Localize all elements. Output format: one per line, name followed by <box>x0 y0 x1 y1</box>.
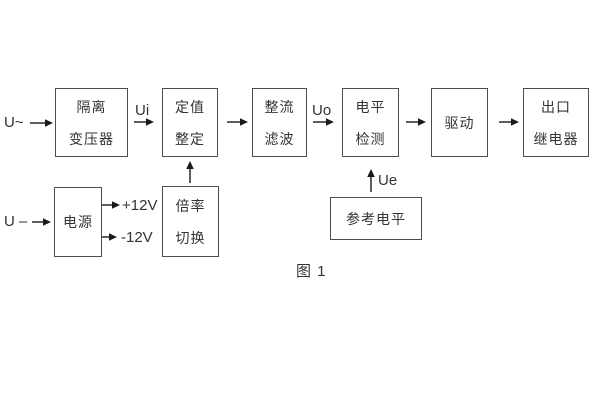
drive-box: 驱动 <box>431 88 488 157</box>
isolation-transformer-box: 隔离 变压器 <box>55 88 128 157</box>
uo-arrow <box>313 118 334 126</box>
setting-to-rectify-arrow <box>227 118 248 126</box>
isolation-transformer-label-line1: 隔离 <box>76 98 107 115</box>
isolation-transformer-label-line2: 变压器 <box>69 130 114 147</box>
ratio-switch-label-line2: 切换 <box>175 229 206 246</box>
reference-level-label: 参考电平 <box>346 210 406 227</box>
output-relay-label-line1: 出口 <box>541 98 571 115</box>
ue-arrow <box>367 169 375 192</box>
ue-signal-label: Ue <box>378 172 398 189</box>
value-setting-box: 定值 整定 <box>162 88 218 157</box>
minus-12v-arrow <box>102 233 117 241</box>
uo-signal-label: Uo <box>312 102 332 119</box>
power-supply-label: 电源 <box>63 214 93 230</box>
level-detect-label-line1: 电平 <box>355 98 386 115</box>
ratio-switch-box: 倍率 切换 <box>162 186 219 257</box>
plus-12v-signal-label: +12V <box>122 197 158 214</box>
ui-signal-label: Ui <box>135 102 150 119</box>
power-supply-box: 电源 <box>54 187 102 257</box>
minus-12v-signal-label: -12V <box>121 229 153 246</box>
ratio-to-setting-arrow <box>186 161 194 183</box>
rectify-filter-label-line1: 整流 <box>264 98 295 115</box>
drive-to-relay-arrow <box>499 118 519 126</box>
rectify-filter-box: 整流 滤波 <box>252 88 307 157</box>
dc-input-arrow <box>32 218 51 226</box>
rectify-filter-label-line2: 滤波 <box>264 130 295 147</box>
plus-12v-arrow <box>102 201 120 209</box>
ratio-switch-label-line1: 倍率 <box>175 197 206 214</box>
level-detect-box: 电平 检测 <box>342 88 399 157</box>
ac-input-signal-label: U~ <box>4 114 24 131</box>
dc-input-signal-label: U – <box>4 213 28 230</box>
output-relay-box: 出口 继电器 <box>523 88 589 157</box>
value-setting-label-line1: 定值 <box>175 98 205 115</box>
reference-level-box: 参考电平 <box>330 197 422 240</box>
level-detect-label-line2: 检测 <box>355 130 386 147</box>
figure-caption: 图 1 <box>296 263 327 280</box>
ui-arrow <box>134 118 154 126</box>
output-relay-label-line2: 继电器 <box>533 130 579 147</box>
ac-input-arrow <box>30 119 53 127</box>
drive-label: 驱动 <box>444 114 475 131</box>
detect-to-drive-arrow <box>406 118 426 126</box>
value-setting-label-line2: 整定 <box>175 130 205 147</box>
